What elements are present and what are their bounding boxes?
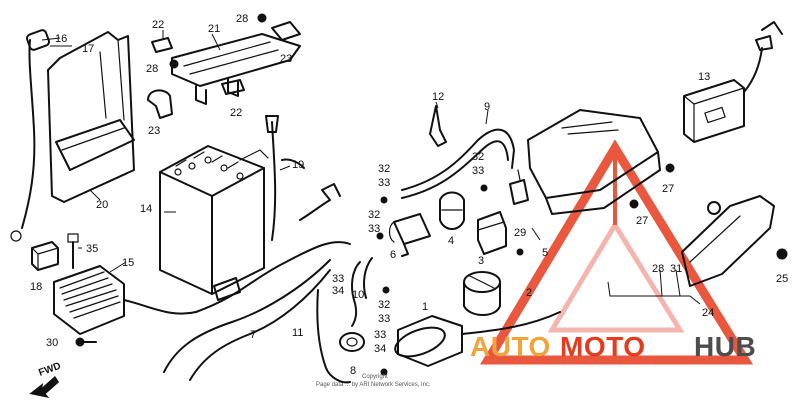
- callout-14: 14: [140, 203, 152, 215]
- callout-32-c: 32: [368, 209, 380, 221]
- callout-31: 31: [670, 263, 682, 275]
- watermark-part-hub: HUB: [694, 331, 756, 362]
- watermark-part-auto: AUTO: [470, 331, 551, 362]
- callout-12: 12: [432, 91, 444, 103]
- callout-35: 35: [86, 243, 98, 255]
- callout-28-left: 28: [146, 63, 158, 75]
- leader-lines: [41, 30, 701, 305]
- bolt-part: [67, 233, 79, 269]
- callout-28-c: 28: [652, 263, 664, 275]
- battery-holder-plate-part: [171, 33, 301, 105]
- callout-27-b: 27: [636, 215, 648, 227]
- watermark-logo-icon: [480, 139, 754, 365]
- callout-20: 20: [96, 199, 108, 211]
- bracket-part: [477, 211, 507, 255]
- air-box-cover-part: [527, 109, 661, 215]
- battery-cable-part: [265, 115, 305, 241]
- rubber-mount-part: [31, 241, 59, 271]
- screw-part: [376, 184, 524, 376]
- callout-4: 4: [448, 235, 454, 247]
- callout-10: 10: [352, 289, 364, 301]
- callout-32-d: 32: [378, 299, 390, 311]
- callout-21: 21: [208, 23, 220, 35]
- fuel-pump-part: [394, 311, 561, 367]
- callout-labels: 16 17 20 18 35 15 30 22 21 28 28 23 23 2…: [30, 13, 788, 377]
- callout-33-a: 33: [378, 177, 390, 189]
- callout-22-bottom: 22: [230, 107, 242, 119]
- callout-33-c: 33: [368, 223, 380, 235]
- battery-part: [159, 145, 269, 295]
- callout-16: 16: [55, 33, 67, 45]
- callout-29: 29: [514, 227, 526, 239]
- callout-22-top: 22: [152, 19, 164, 31]
- callout-33-b: 33: [472, 165, 484, 177]
- callout-25: 25: [776, 273, 788, 285]
- bolt-30-part: [75, 337, 97, 347]
- relay-part: [509, 169, 529, 205]
- grommet-part: [339, 332, 365, 352]
- fuel-filter-part: [388, 213, 431, 257]
- callout-2: 2: [526, 287, 532, 299]
- callout-3: 3: [478, 255, 484, 267]
- ignition-coil-cap-part: [429, 105, 447, 147]
- callout-6: 6: [390, 249, 396, 261]
- callout-33-e: 33: [378, 313, 390, 325]
- wire-harness-part: [163, 183, 351, 381]
- callout-17: 17: [82, 43, 94, 55]
- callout-1: 1: [422, 301, 428, 313]
- callout-30: 30: [46, 337, 58, 349]
- grommet-small-part: [707, 201, 788, 260]
- bolt-27-part: [629, 163, 675, 209]
- watermark-text: AUTO MOTO HUB: [470, 331, 756, 362]
- callout-18: 18: [30, 281, 42, 293]
- forward-arrow-icon: [29, 375, 60, 399]
- callout-34-b: 34: [374, 343, 386, 355]
- side-cover-part: [681, 195, 775, 287]
- clip-part: [147, 21, 301, 119]
- fwd-label: FWD: [37, 361, 62, 379]
- callout-23-right: 23: [280, 53, 292, 65]
- clamp-part: [439, 191, 465, 230]
- callout-32-b: 32: [472, 151, 484, 163]
- callout-23-left: 23: [148, 125, 160, 137]
- battery-case-part: [47, 31, 135, 203]
- cdi-unit-part: [683, 21, 783, 143]
- hose-part: [351, 257, 373, 327]
- callout-8: 8: [350, 365, 356, 377]
- regulator-rectifier-part: [53, 265, 197, 335]
- callout-5: 5: [542, 247, 548, 259]
- callout-7: 7: [250, 329, 256, 341]
- callout-13: 13: [698, 71, 710, 83]
- callout-24: 24: [702, 307, 714, 319]
- canister-part: [463, 271, 501, 316]
- battery-strap-part: [10, 29, 51, 242]
- copyright-line-1: Copyright: [362, 374, 388, 380]
- callout-15: 15: [122, 257, 134, 269]
- tube-part: [316, 289, 351, 384]
- spark-plug-wire-part: [401, 128, 515, 199]
- callout-28-right: 28: [236, 13, 248, 25]
- callout-32-a: 32: [378, 163, 390, 175]
- callout-27-a: 27: [662, 183, 674, 195]
- watermark-part-moto: MOTO: [560, 331, 645, 362]
- copyright-line-2: Page data ... by ARI Network Services, I…: [316, 382, 431, 388]
- callout-19: 19: [292, 159, 304, 171]
- callout-33-d: 33: [332, 273, 344, 285]
- callout-34-a: 34: [332, 285, 344, 297]
- callout-33-f: 33: [374, 329, 386, 341]
- bolt-28-part: [169, 13, 267, 69]
- callout-11: 11: [292, 327, 303, 339]
- callout-9: 9: [484, 101, 490, 113]
